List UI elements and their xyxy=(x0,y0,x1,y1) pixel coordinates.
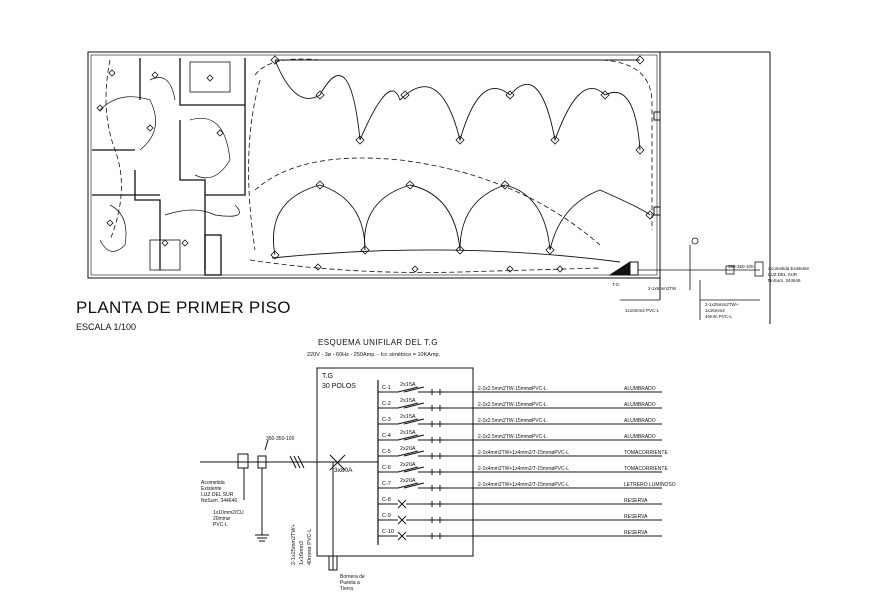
meter-box-label: 350-350-100 xyxy=(266,436,295,442)
reserve-mark xyxy=(397,531,407,541)
supply-2: Existente xyxy=(201,486,222,492)
plan-feeder-label-4: 1x16mm2 xyxy=(705,308,725,313)
plan-meter-label-2: LUZ DEL SUR xyxy=(768,272,798,277)
circuit-cable: 2-1x2.5mm2TW-15mmøPVC-L xyxy=(478,402,547,408)
breaker-switch xyxy=(397,450,419,457)
breaker-switch xyxy=(403,418,425,425)
circuit-use: ALUMBRADO xyxy=(624,418,656,424)
plan-feeder-label-3: 2-1x25mm2TW+ xyxy=(705,302,739,307)
circuit-use: RESERVA xyxy=(624,514,648,520)
plan-labels: T.G. 350-350-100 Acometida Existente LUZ… xyxy=(612,264,810,319)
circuit-id: C-4 xyxy=(382,433,391,439)
panel-poles: 30 POLOS xyxy=(322,383,356,390)
wall-fixtures xyxy=(653,111,661,216)
breaker-switch xyxy=(397,482,419,489)
circuit-breaker: 2x20A xyxy=(400,478,416,484)
circuit-cable: 2-1x4mm2TW+1x4mm2/T-15mmøPVC-L xyxy=(478,466,569,472)
ground-bar-3: Tierra xyxy=(340,586,353,592)
ground-bar-1: Bornera de xyxy=(340,574,365,580)
circuit-use: ALUMBRADO xyxy=(624,434,656,440)
schematic-title: ESQUEMA UNIFILAR DEL T.G xyxy=(318,338,438,347)
breaker-switch xyxy=(397,386,419,393)
main-breaker: 3x80A xyxy=(334,467,353,474)
plan-scale: ESCALA 1/100 xyxy=(76,322,137,332)
circuit-breaker: 2x15A xyxy=(400,398,416,404)
circuit-cable: 2-1x2.5mm2TW-15mmøPVC-L xyxy=(478,434,547,440)
light-fixtures xyxy=(96,55,655,273)
ground-bar-2: Puesta a xyxy=(340,580,360,586)
circuit-id: C-9 xyxy=(382,513,391,519)
panel-name: T.G xyxy=(322,373,333,380)
circuit-cable: 2-1x4mm2TW+1x4mm2/T-15mmøPVC-L xyxy=(478,482,569,488)
circuit-cable: 2-1x2.5mm2TW-15mmøPVC-L xyxy=(478,418,547,424)
breaker-switch xyxy=(397,434,419,441)
feeder-vertical-1: 2-1x25mm2TW+ xyxy=(291,524,297,565)
ground-cable-2: 20mmø xyxy=(213,516,230,522)
interior-walls xyxy=(92,58,246,276)
panel-location xyxy=(608,261,639,276)
circuit-breaker: 2x20A xyxy=(400,462,416,468)
supply-1: Acometida xyxy=(201,480,225,486)
plan-title: PLANTA DE PRIMER PISO xyxy=(76,298,291,317)
circuit-breaker: 2x15A xyxy=(400,382,416,388)
plan-feeder-label-1: 2-1x6mm2TW xyxy=(648,286,677,291)
room-circuits xyxy=(99,77,240,252)
circuit-use: RESERVA xyxy=(624,530,648,536)
circuit-use: TOMACORRIENTE xyxy=(624,466,668,472)
plan-feeder xyxy=(620,237,764,320)
breaker-switch xyxy=(403,386,425,393)
dashed-circuits xyxy=(105,58,653,273)
plan-breaker-label: 350-350-100 xyxy=(728,264,754,269)
circuit-id: C-1 xyxy=(382,385,391,391)
building-outline xyxy=(87,51,771,324)
plan-meter-label: Acometida Existente xyxy=(768,266,810,271)
circuit-id: C-10 xyxy=(382,529,394,535)
plan-meter-label-3: NoSum. 344646 xyxy=(768,278,801,283)
circuit-breaker: 2x15A xyxy=(400,430,416,436)
breaker-switch xyxy=(397,418,419,425)
circuit-use: RESERVA xyxy=(624,498,648,504)
circuit-use: LETRERO LUMINOSO xyxy=(624,482,676,488)
circuit-id: C-3 xyxy=(382,417,391,423)
breaker-switch xyxy=(397,402,419,409)
circuit-id: C-8 xyxy=(382,497,391,503)
breaker-switch xyxy=(403,482,425,489)
schematic-specs: 220V - 3ø - 60Hz - 250Amp. - Icc simétri… xyxy=(307,352,441,358)
lighting-arcs-row1 xyxy=(274,59,641,151)
breaker-switch xyxy=(397,466,419,473)
lighting-arcs-row2 xyxy=(271,184,651,263)
breaker-switch xyxy=(403,466,425,473)
circuit-id: C-7 xyxy=(382,481,391,487)
reserve-mark xyxy=(397,515,407,525)
schematic-labels: T.G 30 POLOS 3x80A 350-350-100 Acometida… xyxy=(201,373,365,592)
circuit-id: C-6 xyxy=(382,465,391,471)
circuit-cable: 2-1x4mm2TW+1x4mm2/T-15mmøPVC-L xyxy=(478,450,569,456)
plan-label: T.G. xyxy=(612,282,620,287)
circuit-id: C-5 xyxy=(382,449,391,455)
circuit-breaker: 2x20A xyxy=(400,446,416,452)
supply-4: NoSum. 344646 xyxy=(201,498,237,504)
breaker-switch xyxy=(403,450,425,457)
circuit-labels: C-1 2x15A 2-1x2.5mm2TW-15mmøPVC-L ALUMBRADO… xyxy=(382,382,676,536)
breaker-switch xyxy=(403,402,425,409)
circuit-use: ALUMBRADO xyxy=(624,402,656,408)
circuit-cable: 2-1x2.5mm2TW-15mmøPVC-L xyxy=(478,386,547,392)
circuit-use: ALUMBRADO xyxy=(624,386,656,392)
circuit-lines xyxy=(378,386,662,541)
reserve-mark xyxy=(397,499,407,509)
feeder-vertical-3: 40mmø PVC-L xyxy=(307,529,313,565)
circuit-use: TOMACORRIENTE xyxy=(624,450,668,456)
main-feeder xyxy=(200,439,378,571)
circuit-id: C-2 xyxy=(382,401,391,407)
ground-cable-3: PVC-L xyxy=(213,522,228,528)
plan-feeder-label-5: 40mm PVC-L xyxy=(705,314,733,319)
supply-3: LUZ DEL SUR xyxy=(201,492,234,498)
breaker-switch xyxy=(403,434,425,441)
feeder-vertical-2: 1x16mm2 xyxy=(299,541,305,565)
circuit-breaker: 2x15A xyxy=(400,414,416,420)
plan-feeder-label-2: 1x10mm2 PVC-L xyxy=(625,308,660,313)
ground-cable-1: 1x10mm2/CU xyxy=(213,510,244,516)
